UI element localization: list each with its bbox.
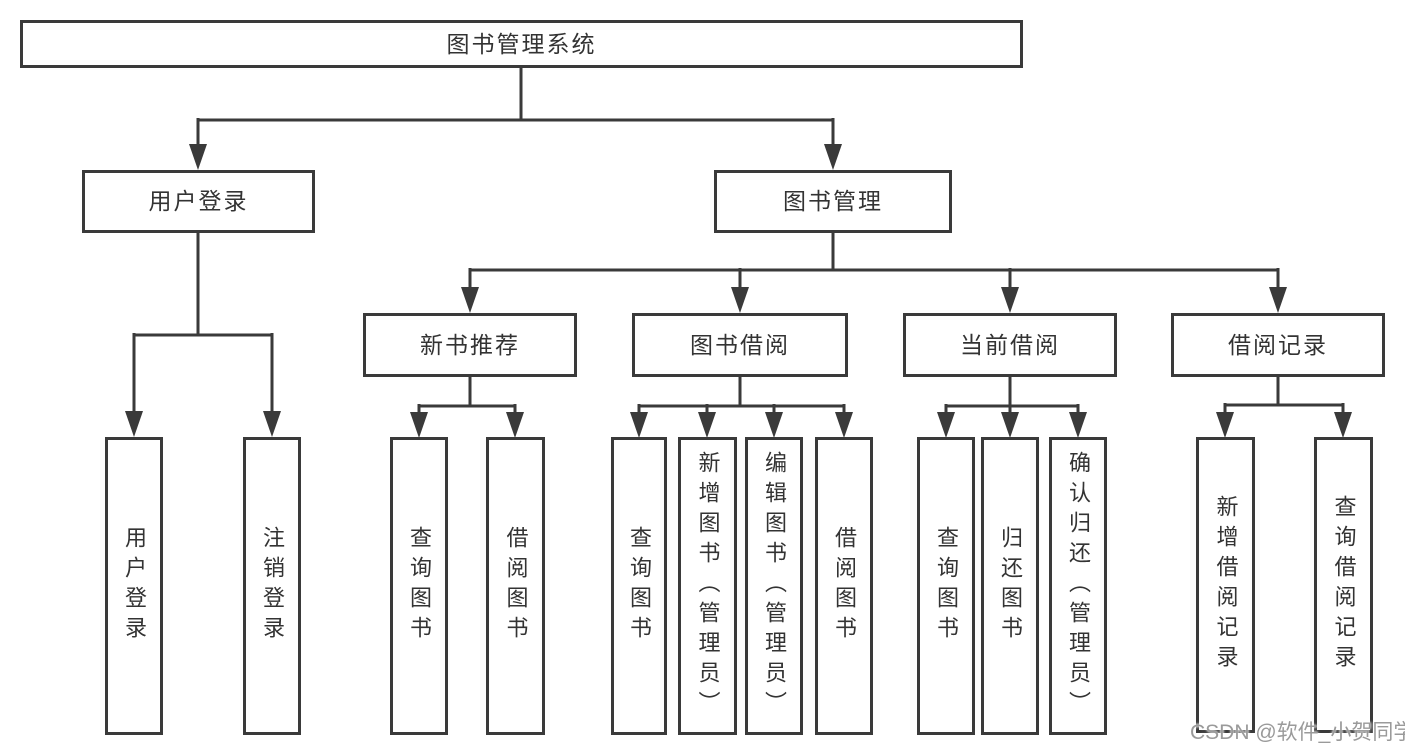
node-bb-edit-book: 编辑图书（管理员） — [745, 437, 803, 735]
node-bb-add-book: 新增图书（管理员） — [678, 437, 737, 735]
node-cb-confirm-return-label: 确认归还（管理员） — [1066, 451, 1091, 721]
node-nb-borrow-book-label: 借阅图书 — [503, 526, 529, 646]
node-cb-return-book: 归还图书 — [981, 437, 1039, 735]
node-br-add-record: 新增借阅记录 — [1196, 437, 1255, 733]
node-nb-query-book: 查询图书 — [390, 437, 448, 735]
node-book-management-label: 图书管理 — [783, 188, 883, 214]
node-new-book-recommend-label: 新书推荐 — [420, 331, 520, 358]
node-bb-query-book: 查询图书 — [611, 437, 667, 735]
node-login-label: 用户登录 — [122, 526, 147, 646]
node-user-login-label: 用户登录 — [148, 188, 249, 214]
node-bb-borrow-book: 借阅图书 — [815, 437, 873, 735]
csdn-watermark: CSDN @软件_小贺同学 — [1190, 721, 1405, 744]
node-br-add-record-label: 新增借阅记录 — [1213, 495, 1239, 675]
node-logout-label: 注销登录 — [260, 526, 285, 646]
node-new-book-recommend: 新书推荐 — [363, 313, 577, 377]
node-cb-return-book-label: 归还图书 — [998, 526, 1023, 646]
node-borrow-records: 借阅记录 — [1171, 313, 1385, 377]
node-book-borrow: 图书借阅 — [632, 313, 848, 377]
node-br-query-record-label: 查询借阅记录 — [1331, 495, 1357, 675]
node-book-management: 图书管理 — [714, 170, 952, 233]
node-user-login: 用户登录 — [82, 170, 315, 233]
node-cb-query-book-label: 查询图书 — [934, 526, 959, 646]
node-br-query-record: 查询借阅记录 — [1314, 437, 1373, 733]
node-bb-query-book-label: 查询图书 — [627, 526, 652, 646]
node-login: 用户登录 — [105, 437, 163, 735]
node-book-borrow-label: 图书借阅 — [690, 331, 790, 358]
node-cb-query-book: 查询图书 — [917, 437, 975, 735]
node-current-borrow-label: 当前借阅 — [960, 331, 1060, 358]
node-root-label: 图书管理系统 — [446, 30, 597, 57]
node-cb-confirm-return: 确认归还（管理员） — [1049, 437, 1107, 735]
node-current-borrow: 当前借阅 — [903, 313, 1117, 377]
node-nb-query-book-label: 查询图书 — [407, 526, 432, 646]
node-bb-edit-book-label: 编辑图书（管理员） — [762, 451, 787, 721]
node-nb-borrow-book: 借阅图书 — [486, 437, 545, 735]
node-logout: 注销登录 — [243, 437, 301, 735]
node-root: 图书管理系统 — [20, 20, 1023, 68]
node-bb-borrow-book-label: 借阅图书 — [832, 526, 857, 646]
node-bb-add-book-label: 新增图书（管理员） — [695, 451, 721, 721]
node-borrow-records-label: 借阅记录 — [1228, 331, 1328, 358]
